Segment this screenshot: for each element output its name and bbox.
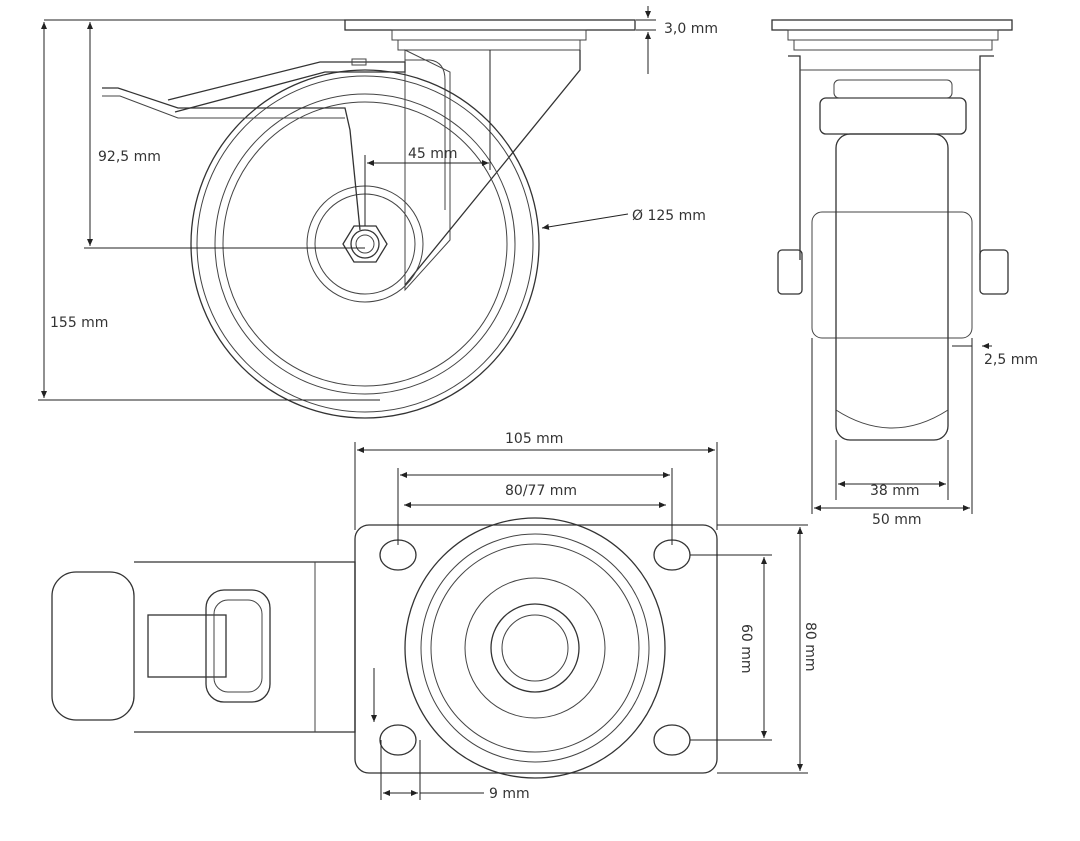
side-wheel-outer bbox=[190, 69, 540, 419]
wheel-width-label: 38 mm bbox=[870, 483, 920, 499]
side-top-plate bbox=[344, 19, 636, 31]
axle-nut bbox=[342, 225, 388, 263]
axle-height-label: 92,5 mm bbox=[98, 149, 161, 165]
front-view-dimensions: 38 mm 50 mm 2,5 mm bbox=[811, 338, 1038, 528]
right-axle-nut bbox=[979, 249, 1009, 295]
offset-label: 45 mm bbox=[408, 146, 458, 162]
left-axle-nut bbox=[777, 249, 803, 295]
bolt-hole bbox=[653, 724, 691, 756]
plate-thickness-label: 3,0 mm bbox=[664, 21, 718, 37]
brake-pedal bbox=[51, 571, 135, 721]
side-view-dimensions: 155 mm 92,5 mm 45 mm Ø 125 mm 3,0 mm bbox=[38, 6, 718, 401]
side-clearance-label: 2,5 mm bbox=[984, 352, 1038, 368]
brake-lever bbox=[102, 87, 361, 231]
hole-spacing-label: 60 mm bbox=[738, 624, 754, 674]
front-view bbox=[771, 19, 1013, 441]
wheel-diameter-label: Ø 125 mm bbox=[632, 208, 706, 224]
top-plate bbox=[354, 524, 718, 774]
plate-depth-label: 80 mm bbox=[802, 622, 818, 672]
hole-diameter-label: 9 mm bbox=[489, 786, 530, 802]
total-height-label: 155 mm bbox=[50, 315, 108, 331]
front-wheel bbox=[835, 133, 949, 441]
front-top-plate bbox=[771, 19, 1013, 31]
bolt-hole bbox=[379, 724, 417, 756]
plate-width-label: 105 mm bbox=[505, 431, 563, 447]
top-view bbox=[51, 517, 718, 779]
total-width-label: 50 mm bbox=[872, 512, 922, 528]
top-view-dimensions: 105 mm 80/77 mm 80 mm 60 mm 9 mm bbox=[354, 431, 818, 802]
bolt-spacing-label: 80/77 mm bbox=[505, 483, 577, 499]
side-view bbox=[102, 19, 636, 419]
